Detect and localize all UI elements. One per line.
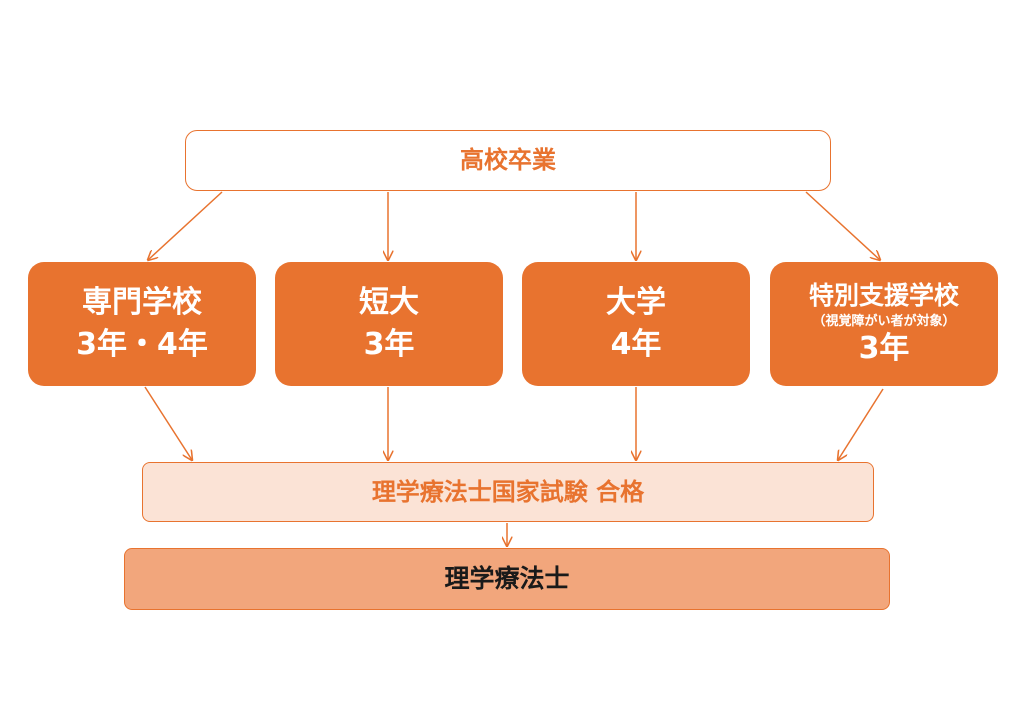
arrow-vocational-to-exam	[144, 386, 192, 460]
physical-therapist-label: 理学療法士	[444, 564, 570, 593]
path-years: 4年	[610, 327, 662, 362]
arrow-special-school-to-exam	[838, 388, 884, 460]
path-box-junior-college: 短大 3年	[275, 262, 503, 386]
path-name: 短大	[359, 285, 419, 320]
path-years: 3年	[363, 327, 415, 362]
physical-therapist-box: 理学療法士	[124, 548, 890, 610]
path-box-university: 大学 4年	[522, 262, 750, 386]
path-name: 専門学校	[82, 285, 202, 320]
arrow-top-to-special-school	[805, 191, 880, 260]
arrow-top-to-vocational	[148, 191, 223, 260]
national-exam-pass-box: 理学療法士国家試験 合格	[142, 462, 874, 522]
high-school-graduation-label: 高校卒業	[460, 146, 556, 175]
path-name: 大学	[606, 285, 666, 320]
path-box-vocational-school: 専門学校 3年・4年	[28, 262, 256, 386]
national-exam-pass-label: 理学療法士国家試験 合格	[371, 477, 645, 506]
path-box-special-needs-school: 特別支援学校 （視覚障がい者が対象） 3年	[770, 262, 998, 386]
path-note: （視覚障がい者が対象）	[812, 313, 956, 329]
path-years: 3年	[858, 331, 910, 367]
path-name: 特別支援学校	[808, 280, 959, 310]
path-years: 3年・4年	[76, 327, 208, 362]
high-school-graduation-box: 高校卒業	[185, 130, 831, 191]
